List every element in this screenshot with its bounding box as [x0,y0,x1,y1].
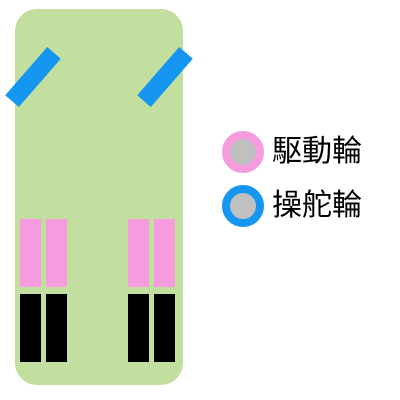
fixed-wheel-rear-right-outer [154,294,175,362]
drive-wheel-rear-left-inner [46,219,67,287]
steer-wheel-legend-icon [222,185,264,227]
fixed-wheel-rear-right-inner [128,294,149,362]
steer-wheel-front-right [137,46,193,108]
drive-wheel-rear-left-outer [20,219,41,287]
steer-wheel-front-left [5,46,61,108]
drive-wheel-rear-right-inner [128,219,149,287]
vehicle-body [15,9,183,385]
drive-wheel-rear-right-outer [154,219,175,287]
legend: 駆動輪 操舵輪 [222,128,400,236]
legend-item-steer: 操舵輪 [222,182,400,230]
legend-label-steer: 操舵輪 [272,188,362,223]
legend-label-drive: 駆動輪 [272,134,362,169]
fixed-wheel-rear-left-outer [20,294,41,362]
drive-wheel-legend-icon [222,131,264,173]
legend-item-drive: 駆動輪 [222,128,400,176]
fixed-wheel-rear-left-inner [46,294,67,362]
